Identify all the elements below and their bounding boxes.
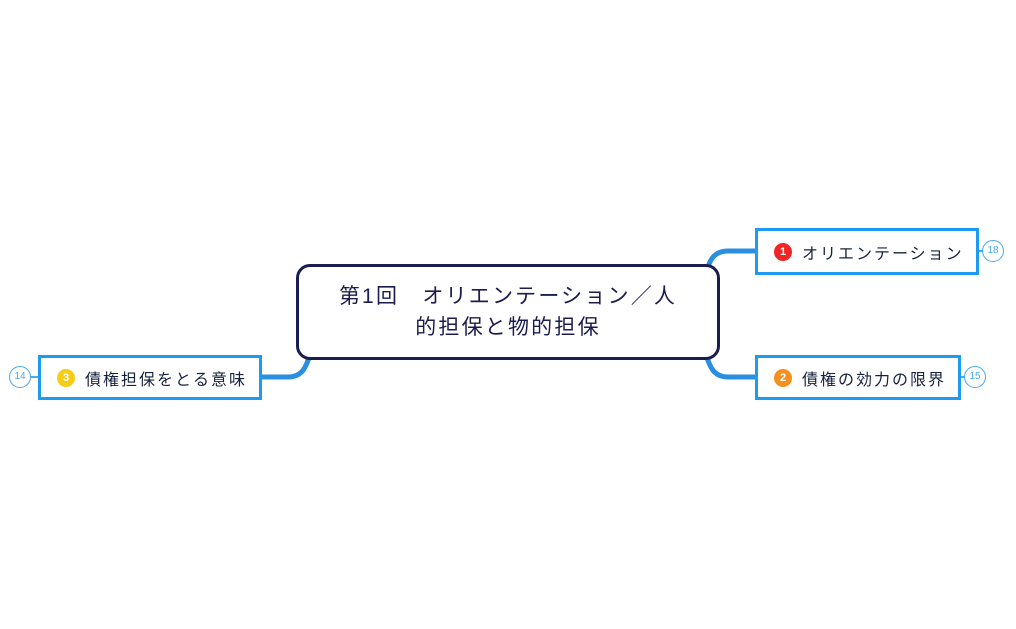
branch-1-content: 1 オリエンテーション xyxy=(758,240,976,264)
branch-3-count-badge[interactable]: 14 xyxy=(9,366,31,388)
branch-3-content: 3 債権担保をとる意味 xyxy=(41,366,259,390)
badge-stub-3 xyxy=(30,376,39,378)
branch-3-label: 債権担保をとる意味 xyxy=(85,371,248,389)
number-bullet-3-icon: 3 xyxy=(57,368,75,387)
central-topic-node[interactable]: 第1回 オリエンテーション／人 的担保と物的担保 xyxy=(296,264,720,360)
number-bullet-2-icon: 2 xyxy=(774,368,792,387)
branch-1-label: オリエンテーション xyxy=(802,245,964,263)
branch-2-content: 2 債権の効力の限界 xyxy=(758,366,958,390)
number-bullet-1-icon: 1 xyxy=(774,242,792,261)
branch-node-3[interactable]: 3 債権担保をとる意味 xyxy=(38,355,262,400)
branch-1-count-badge[interactable]: 18 xyxy=(982,240,1004,262)
central-topic-label: 第1回 オリエンテーション／人 的担保と物的担保 xyxy=(338,284,678,340)
branch-2-label: 債権の効力の限界 xyxy=(802,371,947,389)
branch-node-2[interactable]: 2 債権の効力の限界 xyxy=(755,355,961,400)
branch-2-count-badge[interactable]: 15 xyxy=(964,366,986,388)
branch-node-1[interactable]: 1 オリエンテーション xyxy=(755,228,979,275)
